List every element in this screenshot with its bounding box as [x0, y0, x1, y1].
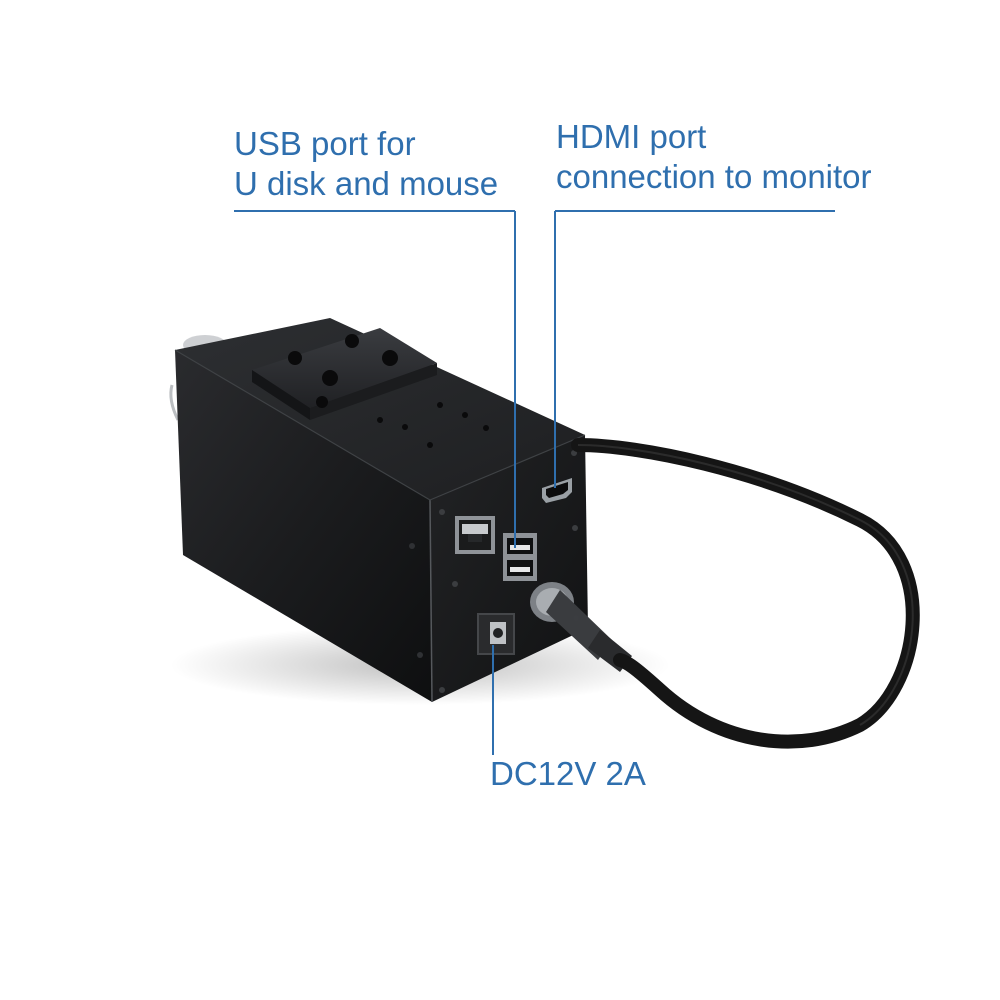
- top-screw-holes: [377, 402, 489, 448]
- usb-port-callout: USB port for U disk and mouse: [234, 124, 498, 204]
- usb-callout-line-1: USB port for: [234, 125, 416, 162]
- hdmi-cable: [571, 438, 920, 749]
- usb-port-icon: [503, 533, 537, 581]
- usb-callout-line-2: U disk and mouse: [234, 165, 499, 202]
- hdmi-callout-line-1: HDMI port: [556, 118, 707, 155]
- hdmi-leader-line: [554, 210, 835, 488]
- dc-jack-icon: [477, 613, 515, 655]
- power-callout: DC12V 2A: [490, 754, 646, 794]
- hdmi-port-callout: HDMI port connection to monitor: [556, 117, 872, 197]
- hdmi-port-icon: [542, 478, 572, 503]
- side-screws: [409, 543, 423, 658]
- enclosure-side: [175, 350, 432, 702]
- usb-leader-line: [234, 210, 516, 548]
- power-callout-text: DC12V 2A: [490, 755, 646, 792]
- ethernet-port-icon: [455, 516, 495, 554]
- hdmi-callout-line-2: connection to monitor: [556, 158, 872, 195]
- mounting-plate: [252, 328, 437, 420]
- aviation-connector-icon: [530, 582, 632, 672]
